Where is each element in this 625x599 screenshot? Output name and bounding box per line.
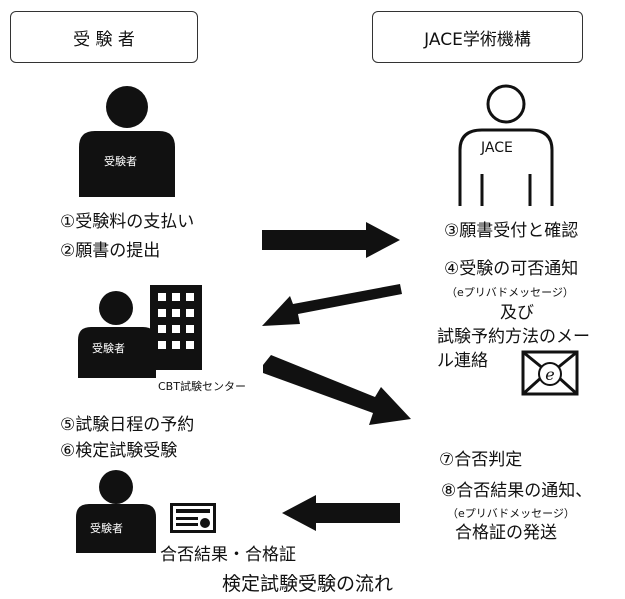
step-4-and: 及び [500,303,534,323]
arrow-icon [262,222,400,258]
result-text: 合否結果・合格証 [160,545,296,565]
jace-header-label: JACE学術機構 [424,29,531,50]
examinee-header-label: 受 験 者 [73,29,135,50]
step-5-text: ⑤試験日程の予約 [60,415,195,435]
svg-text:e: e [545,365,554,384]
outline-person-icon [458,84,554,206]
cbt-caption: CBT試験センター [158,380,246,393]
step-3-text: ③願書受付と確認 [444,221,579,241]
certificate-icon [170,503,216,533]
step-1-text: ①受験料の支払い [60,212,195,232]
person-icon [76,470,156,553]
step-4-text: ④受験の可否通知 [444,259,579,279]
step-8-text: ⑧合否結果の通知、 [441,481,593,501]
step-4-mail-line1: 試験予約方法のメー [437,327,590,347]
step-8-note: （eプリバドメッセージ） [447,507,575,520]
step-7-text: ⑦合否判定 [439,450,523,470]
jace-header-box: JACE学術機構 [372,11,583,63]
e-mail-envelope-icon: e [521,350,579,396]
step-4-mail-line2: ル連絡 [437,351,488,371]
examinee-figure-label: 受験者 [92,342,125,355]
arrow-icon [263,355,411,425]
examinee-figure-label: 受験者 [90,522,123,535]
person-icon [79,86,175,197]
arrow-icon [262,284,402,326]
step-4-note: （eプリバドメッセージ） [446,286,574,299]
diagram-caption: 検定試験受験の流れ [222,573,394,595]
step-8-ship: 合格証の発送 [455,523,557,543]
step-6-text: ⑥検定試験受験 [60,441,178,461]
examinee-figure-label: 受験者 [104,155,137,168]
arrow-icon [282,495,400,531]
jace-figure-label: JACE [481,140,513,156]
building-icon [150,285,202,370]
person-icon [78,291,156,378]
step-2-text: ②願書の提出 [60,241,161,261]
examinee-header-box: 受 験 者 [10,11,198,63]
